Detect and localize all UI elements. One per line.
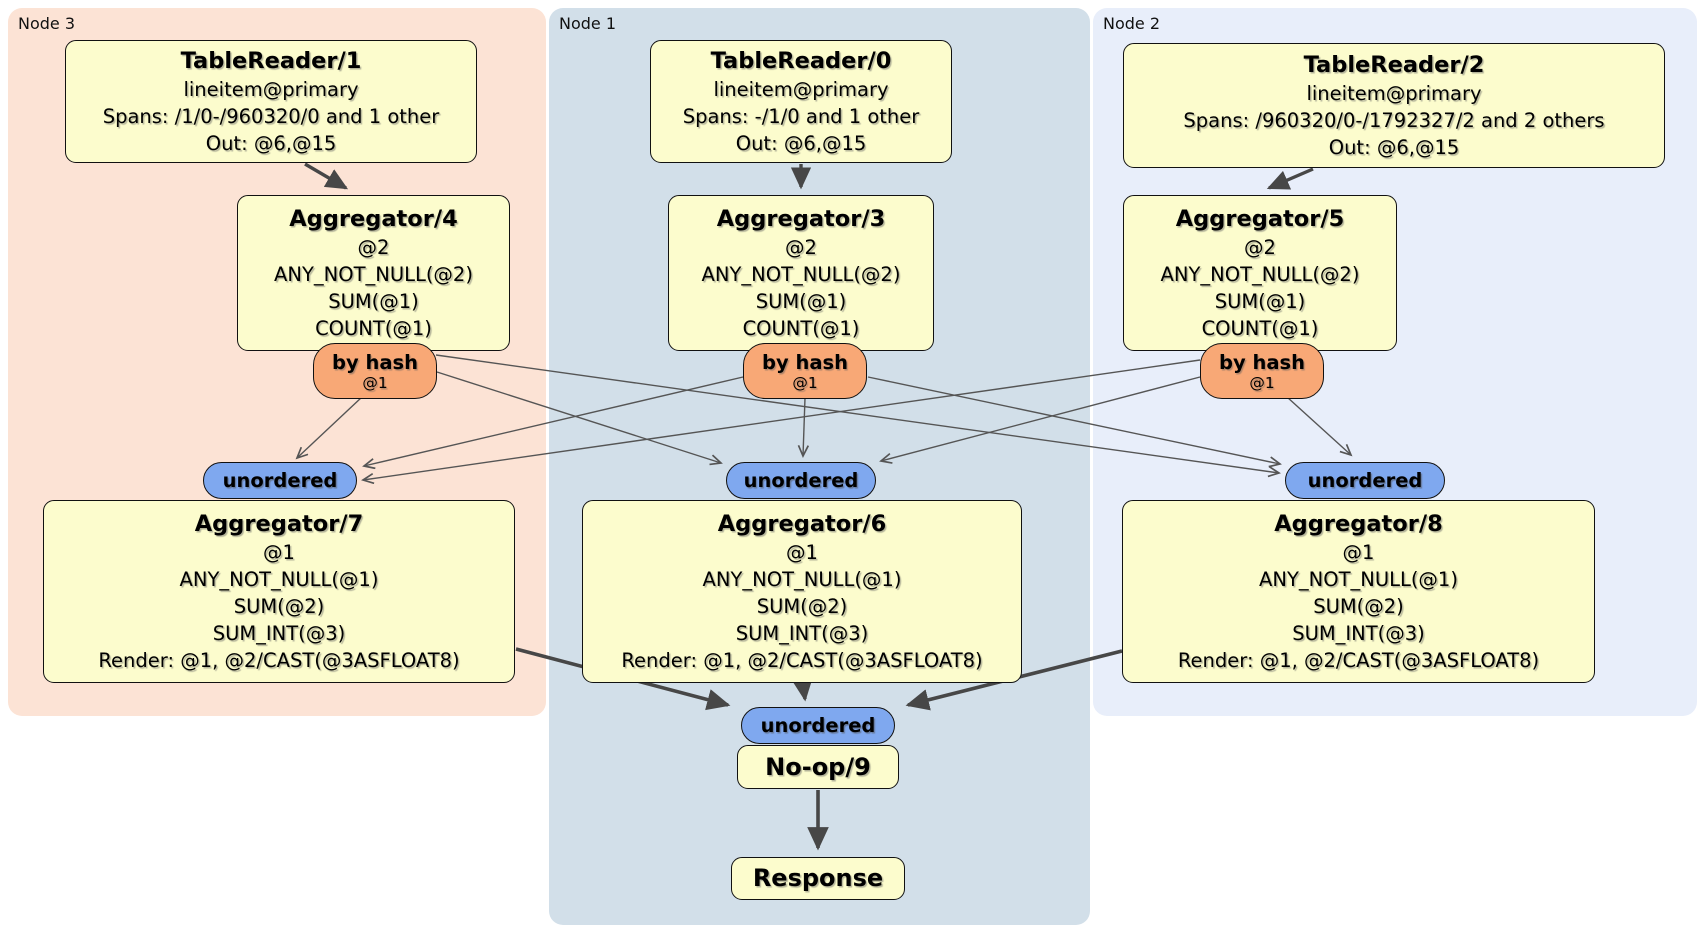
aggregator-4-fn3: COUNT(@1) (315, 316, 432, 340)
edge-tablereader2-aggregator5 (1266, 167, 1314, 190)
tablereader-1-index: lineitem@primary (183, 77, 359, 101)
edge-hash3-sync3 (297, 396, 363, 458)
aggregator-7-fn3: SUM_INT(@3) (212, 621, 346, 645)
tablereader-2-index: lineitem@primary (1306, 81, 1482, 105)
aggregator-7-fn2: SUM(@2) (233, 594, 325, 618)
aggregator-6-box: Aggregator/6 @1 ANY_NOT_NULL(@1) SUM(@2)… (582, 500, 1022, 683)
aggregator-5-fn2: SUM(@1) (1214, 289, 1306, 313)
aggregator-4-groupcols: @2 (357, 235, 390, 259)
aggregator-5-box: Aggregator/5 @2 ANY_NOT_NULL(@2) SUM(@1)… (1123, 195, 1397, 351)
hash-router-node1: by hash @1 (743, 343, 867, 399)
aggregator-4-fn2: SUM(@1) (328, 289, 419, 313)
aggregator-3-fn2: SUM(@1) (755, 289, 847, 313)
aggregator-8-groupcols: @1 (1342, 540, 1375, 564)
tablereader-0-index: lineitem@primary (713, 77, 889, 101)
aggregator-3-fn1: ANY_NOT_NULL(@2) (701, 262, 901, 286)
noop-9-box: No-op/9 (737, 745, 899, 789)
aggregator-6-fn1: ANY_NOT_NULL(@1) (702, 567, 902, 591)
tablereader-0-box: TableReader/0 lineitem@primary Spans: -/… (650, 40, 952, 163)
tablereader-0-out: Out: @6,@15 (735, 131, 867, 155)
edge-hash1-sync2 (867, 376, 1280, 464)
edge-hash1-sync1 (803, 397, 805, 456)
aggregator-4-fn1: ANY_NOT_NULL(@2) (274, 262, 473, 286)
unordered-sync-node3: unordered (203, 462, 357, 499)
hash-router-node1-label: by hash (762, 350, 848, 374)
aggregator-7-fn1: ANY_NOT_NULL(@1) (179, 567, 379, 591)
aggregator-3-fn3: COUNT(@1) (742, 316, 860, 340)
tablereader-1-out: Out: @6,@15 (205, 131, 337, 155)
aggregator-6-groupcols: @1 (786, 540, 818, 564)
edge-hash3-sync2 (435, 354, 1279, 473)
unordered-sync-node1: unordered (726, 462, 876, 499)
aggregator-8-fn3: SUM_INT(@3) (1292, 621, 1425, 645)
edge-aggregator6-final-sync (791, 676, 813, 702)
response-title: Response (752, 864, 884, 892)
edge-hash1-sync3 (364, 376, 744, 466)
aggregator-5-title: Aggregator/5 (1175, 205, 1345, 232)
aggregator-8-render: Render: @1, @2/CAST(@3ASFLOAT8) (1177, 648, 1540, 672)
edge-hash3-sync1 (436, 371, 721, 463)
node2-group-label: Node 2 (1103, 14, 1161, 33)
tablereader-1-spans: Spans: /1/0-/960320/0 and 1 other (102, 104, 440, 128)
edge-tablereader1-aggregator4 (304, 162, 349, 190)
aggregator-8-box: Aggregator/8 @1 ANY_NOT_NULL(@1) SUM(@2)… (1122, 500, 1595, 683)
aggregator-7-groupcols: @1 (263, 540, 295, 564)
aggregator-8-fn1: ANY_NOT_NULL(@1) (1259, 567, 1458, 591)
hash-router-node1-columns: @1 (792, 373, 818, 392)
tablereader-1-box: TableReader/1 lineitem@primary Spans: /1… (65, 40, 477, 163)
tablereader-2-box: TableReader/2 lineitem@primary Spans: /9… (1123, 43, 1665, 168)
aggregator-7-render: Render: @1, @2/CAST(@3ASFLOAT8) (98, 648, 460, 672)
aggregator-3-title: Aggregator/3 (716, 205, 886, 232)
aggregator-4-box: Aggregator/4 @2 ANY_NOT_NULL(@2) SUM(@1)… (237, 195, 510, 351)
edge-hash2-sync3 (363, 359, 1201, 480)
hash-router-node3-label: by hash (332, 350, 418, 374)
aggregator-6-render: Render: @1, @2/CAST(@3ASFLOAT8) (621, 648, 983, 672)
edge-hash2-sync1 (881, 376, 1201, 461)
noop-9-title: No-op/9 (765, 752, 871, 781)
hash-router-node3-columns: @1 (362, 373, 388, 392)
aggregator-3-groupcols: @2 (785, 235, 817, 259)
response-box: Response (731, 857, 905, 900)
unordered-sync-final: unordered (741, 707, 895, 744)
hash-router-node3: by hash @1 (313, 343, 437, 399)
aggregator-7-title: Aggregator/7 (194, 510, 364, 537)
aggregator-8-title: Aggregator/8 (1274, 510, 1443, 537)
tablereader-2-title: TableReader/2 (1303, 51, 1485, 78)
edge-hash2-sync2 (1286, 396, 1351, 455)
aggregator-5-groupcols: @2 (1244, 235, 1276, 259)
aggregator-7-box: Aggregator/7 @1 ANY_NOT_NULL(@1) SUM(@2)… (43, 500, 515, 683)
tablereader-2-out: Out: @6,@15 (1328, 135, 1460, 159)
hash-router-node2: by hash @1 (1200, 343, 1324, 399)
aggregator-5-fn1: ANY_NOT_NULL(@2) (1160, 262, 1360, 286)
aggregator-6-fn3: SUM_INT(@3) (735, 621, 869, 645)
node3-group-label: Node 3 (18, 14, 76, 33)
aggregator-6-title: Aggregator/6 (717, 510, 887, 537)
aggregator-5-fn3: COUNT(@1) (1201, 316, 1319, 340)
hash-router-node2-label: by hash (1219, 350, 1305, 374)
aggregator-4-title: Aggregator/4 (289, 205, 458, 232)
hash-router-node2-columns: @1 (1249, 373, 1275, 392)
node1-group-label: Node 1 (559, 14, 617, 33)
aggregator-8-fn2: SUM(@2) (1313, 594, 1404, 618)
tablereader-0-title: TableReader/0 (710, 47, 892, 74)
aggregator-6-fn2: SUM(@2) (756, 594, 848, 618)
unordered-sync-node2: unordered (1285, 462, 1445, 499)
aggregator-3-box: Aggregator/3 @2 ANY_NOT_NULL(@2) SUM(@1)… (668, 195, 934, 351)
tablereader-0-spans: Spans: -/1/0 and 1 other (682, 104, 920, 128)
tablereader-1-title: TableReader/1 (180, 47, 362, 74)
tablereader-2-spans: Spans: /960320/0-/1792327/2 and 2 others (1183, 108, 1605, 132)
